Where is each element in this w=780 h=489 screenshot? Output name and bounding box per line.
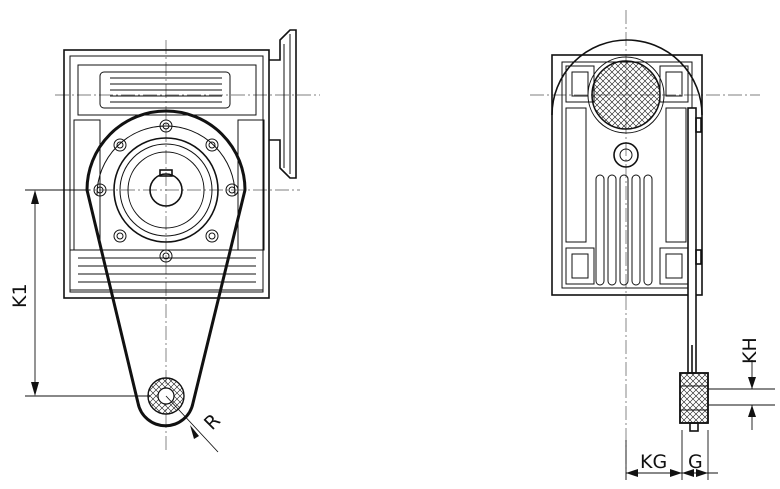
gearbox-housing bbox=[63, 49, 270, 299]
kh-label: KH bbox=[739, 337, 761, 364]
torque-arm-inner-edge bbox=[96, 125, 236, 196]
g-label: G bbox=[688, 451, 703, 473]
output-hub bbox=[113, 137, 219, 243]
cooling-fins bbox=[595, 174, 653, 286]
k1-dimension bbox=[25, 189, 150, 397]
r-dimension bbox=[165, 395, 219, 453]
torque-arm bbox=[85, 109, 247, 428]
bushing-side bbox=[679, 372, 709, 432]
bolt-holes bbox=[93, 119, 239, 263]
worm-shaft-section bbox=[587, 56, 665, 134]
side-view: KH KG G bbox=[530, 10, 775, 480]
kg-label: KG bbox=[640, 451, 667, 473]
kg-g-dimension bbox=[625, 430, 718, 480]
k1-label: K1 bbox=[9, 283, 31, 308]
front-view: K1 R bbox=[9, 29, 320, 453]
kh-dimension bbox=[708, 360, 775, 430]
drain-plug bbox=[613, 142, 639, 168]
motor-flange bbox=[269, 29, 297, 179]
r-label: R bbox=[200, 410, 225, 435]
torque-arm-side bbox=[687, 107, 702, 374]
